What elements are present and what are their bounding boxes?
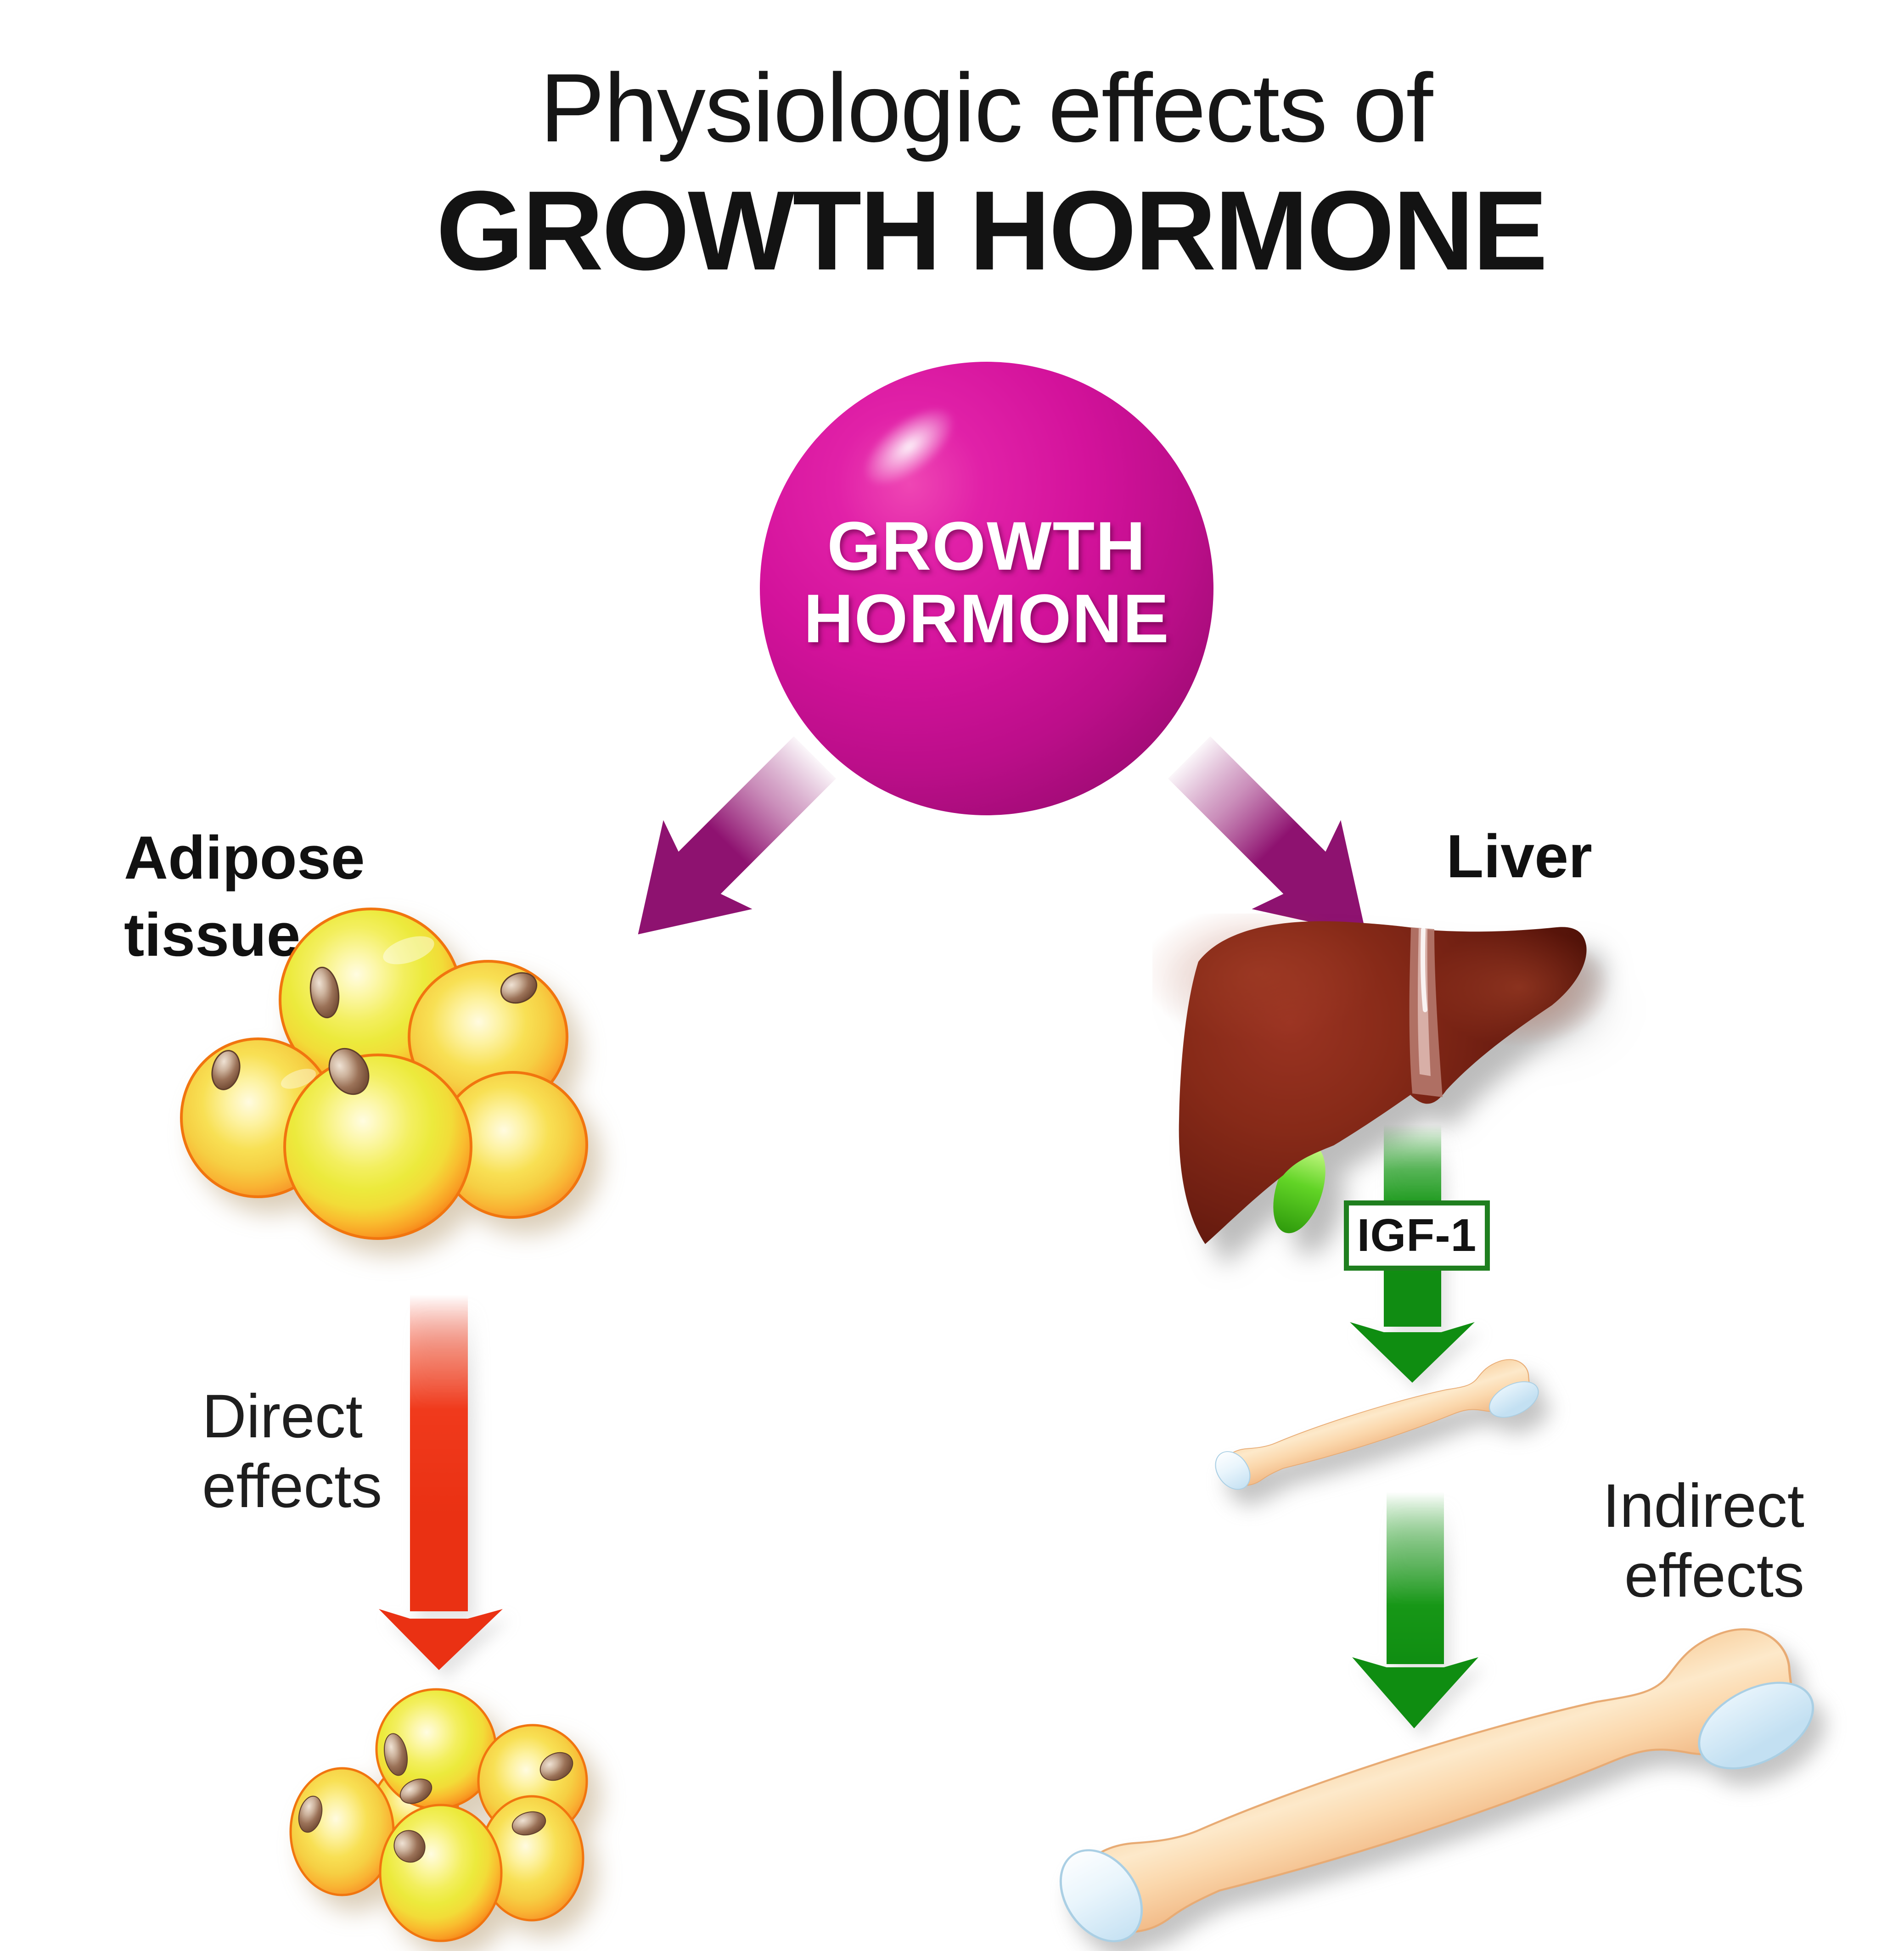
fat-cell-nucleus [309, 966, 340, 1019]
fat-cell-nucleus [500, 972, 538, 1004]
gh-to-adipose-arrow-icon [638, 736, 836, 935]
page-title-line2: GROWTH HORMONE [436, 168, 1548, 294]
fat-cell-nucleus [328, 1048, 370, 1095]
adipose-label-line2: tissue [124, 901, 301, 969]
adipose-tissue-illustration [180, 908, 588, 1240]
direct-effects-label: Direct effects [202, 1382, 382, 1521]
sphere-label-line2: HORMONE [803, 580, 1170, 657]
indirect-effects-line2: effects [1624, 1542, 1804, 1610]
indirect-effects-line1: Indirect [1602, 1472, 1804, 1540]
adipose-label-line1: Adipose [124, 824, 365, 892]
fat-cell-nucleus [393, 1830, 426, 1863]
large-bone-illustration [1010, 1579, 1882, 1951]
direct-effects-line1: Direct [202, 1382, 363, 1451]
fat-cell-nucleus [384, 1733, 408, 1776]
growth-hormone-sphere: GROWTH HORMONE [760, 362, 1213, 815]
fat-cell-nucleus [511, 1811, 546, 1836]
fat-cell [283, 1054, 472, 1240]
liver-illustration [1152, 914, 1612, 1244]
liver-label: Liver [1446, 823, 1592, 891]
indirect-effects-arrow-icon [1352, 1492, 1478, 1728]
igf1-badge: IGF-1 [1344, 1200, 1490, 1271]
adipose-tissue-label: Adipose tissue [124, 819, 365, 974]
fat-cell [379, 1804, 503, 1942]
sphere-label-line1: GROWTH [827, 507, 1146, 584]
fat-cell-nucleus [298, 1795, 323, 1833]
page-title-line1: Physiologic effects of [539, 53, 1433, 162]
fat-cell-nucleus [211, 1050, 241, 1090]
direct-effects-line2: effects [202, 1452, 382, 1520]
gh-to-liver-arrow-icon [1168, 736, 1366, 935]
direct-effects-arrow-icon [379, 1295, 503, 1670]
indirect-effects-label: Indirect effects [1529, 1471, 1804, 1611]
igf1-label: IGF-1 [1357, 1210, 1477, 1261]
growth-hormone-sphere-label: GROWTH HORMONE [760, 362, 1213, 815]
fat-cell-nucleus [399, 1778, 432, 1804]
shrunken-adipose-illustration [289, 1688, 588, 1942]
fat-cell-nucleus [539, 1752, 573, 1781]
